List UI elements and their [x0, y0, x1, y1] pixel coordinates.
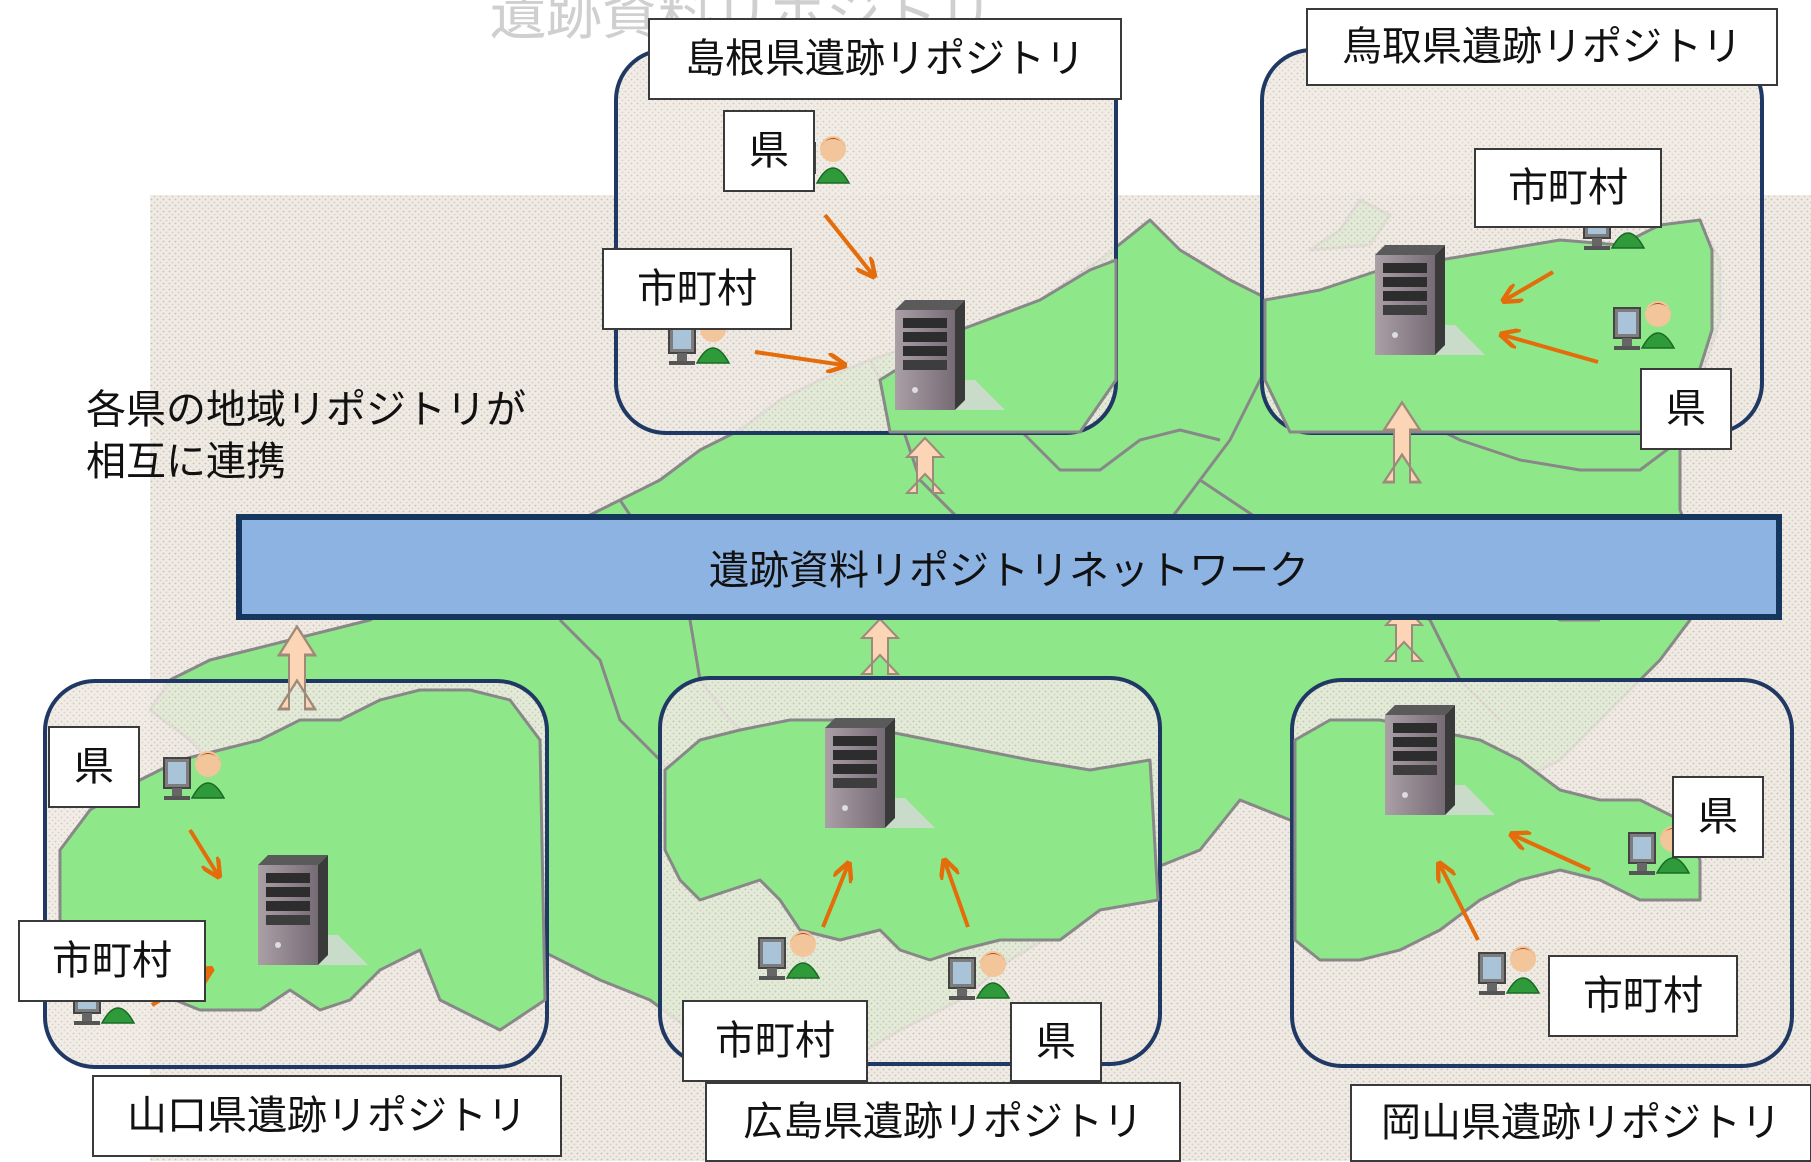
network-bar: 遺跡資料リポジトリネットワーク — [236, 514, 1782, 620]
tottori-pref-label: 県 — [1640, 368, 1732, 450]
tottori-title: 鳥取県遺跡リポジトリ — [1306, 8, 1778, 86]
okayama-pref-label: 県 — [1672, 776, 1764, 858]
yamaguchi-muni-label: 市町村 — [18, 920, 206, 1002]
yamaguchi-pref-label: 県 — [48, 726, 140, 808]
hiroshima-muni-label: 市町村 — [682, 1000, 868, 1082]
caption-text: 各県の地域リポジトリが 相互に連携 — [86, 384, 526, 488]
okayama-muni-label: 市町村 — [1548, 955, 1738, 1037]
hiroshima-pref-label: 県 — [1010, 1002, 1102, 1082]
caption-line-2: 相互に連携 — [86, 439, 286, 485]
okayama-title: 岡山県遺跡リポジトリ — [1350, 1084, 1811, 1162]
caption-line-1: 各県の地域リポジトリが — [86, 387, 526, 433]
shimane-pref-label: 県 — [723, 110, 815, 192]
shimane-title: 島根県遺跡リポジトリ — [648, 18, 1122, 100]
network-label: 遺跡資料リポジトリネットワーク — [709, 548, 1309, 594]
flow-arrows — [150, 213, 1599, 1007]
yamaguchi-title: 山口県遺跡リポジトリ — [92, 1075, 562, 1157]
tottori-muni-label: 市町村 — [1474, 148, 1662, 228]
shimane-muni-label: 市町村 — [602, 248, 792, 330]
hiroshima-title: 広島県遺跡リポジトリ — [705, 1082, 1181, 1162]
